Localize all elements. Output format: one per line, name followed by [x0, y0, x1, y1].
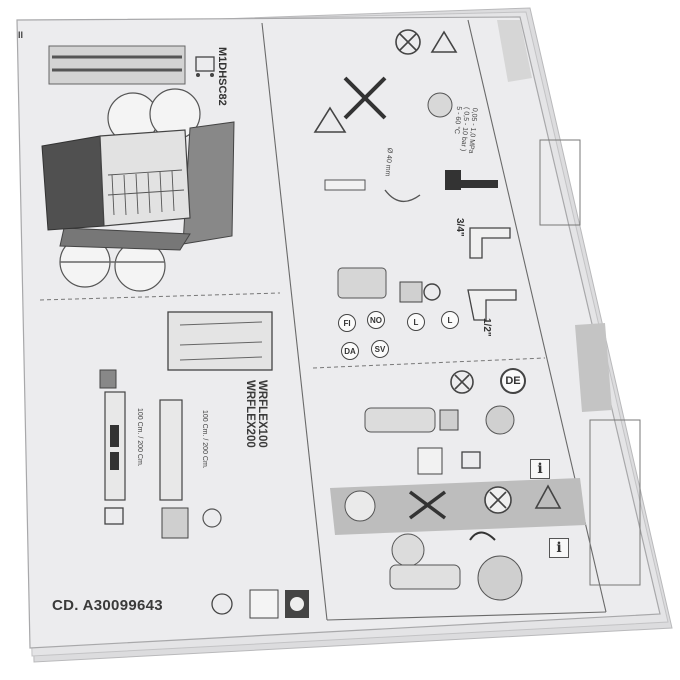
- hose-length-1: 100 Cm. / 200 Cm.: [136, 408, 143, 467]
- page-number-mark: II: [18, 30, 24, 40]
- warning-band: [330, 478, 586, 535]
- country-badge-de: DE: [500, 368, 526, 394]
- thread-small-label: 1/2": [481, 318, 492, 337]
- l-marker-1: L: [407, 313, 425, 331]
- thread-large-label: 3/4": [454, 218, 465, 237]
- kit-label: M1DHSC82: [216, 47, 228, 106]
- hose-model-2: WRFLEX200: [244, 380, 256, 448]
- country-badge-sv: SV: [371, 340, 389, 358]
- country-badge-no: NO: [367, 311, 385, 329]
- info-icon: i: [530, 459, 550, 479]
- l-marker-2: L: [441, 311, 459, 329]
- info-icon: i: [549, 538, 569, 558]
- hose-model-1: WRFLEX100: [256, 380, 268, 448]
- country-badge-fi: FI: [338, 314, 356, 332]
- hose-model-label: WRFLEX100 WRFLEX200: [244, 380, 268, 448]
- country-badge-da: DA: [341, 342, 359, 360]
- pressure-spec: 0,05 - 1,0 MPa ( 0,5 - 10 bar ) 5 - 60 °…: [450, 106, 478, 154]
- hose-length-2: 100 Cm. / 200 Cm.: [201, 410, 208, 469]
- product-code: CD. A30099643: [52, 597, 163, 614]
